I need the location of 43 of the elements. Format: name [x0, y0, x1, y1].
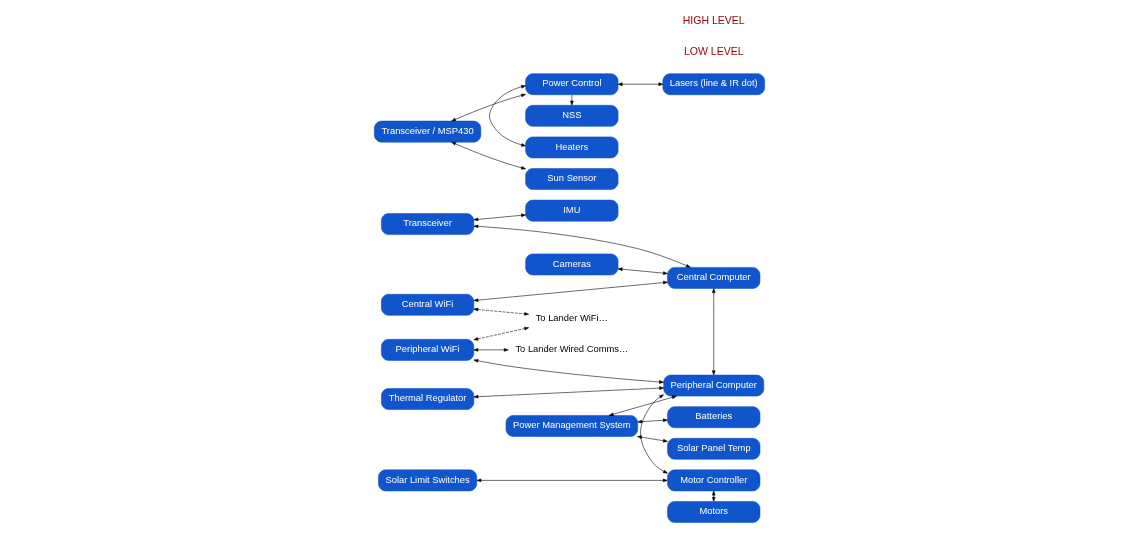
- arrow: [637, 418, 668, 424]
- node-box: Solar Limit Switches: [378, 469, 478, 492]
- node-box: Power Control: [525, 73, 619, 96]
- arrow: [617, 267, 668, 275]
- node-box: Sun Sensor: [525, 168, 619, 190]
- node-box: Thermal Regulator: [381, 388, 475, 410]
- node-box: Motors: [667, 501, 761, 523]
- node-box: Batteries: [667, 406, 761, 428]
- node-box: Solar Panel Temp: [667, 437, 761, 460]
- arrow: [570, 94, 574, 106]
- arrow: [473, 307, 529, 316]
- arrow: [451, 93, 526, 122]
- node-box: Lasers (line & IR dot): [662, 73, 765, 96]
- node-text: To Lander WiFi…: [535, 312, 608, 323]
- arrow: [712, 288, 716, 376]
- arrow: [473, 224, 691, 268]
- arrow: [617, 82, 664, 86]
- node-box: Central Computer: [667, 267, 761, 289]
- arrow: [473, 213, 526, 222]
- arrow: [476, 478, 668, 483]
- arrow: [489, 85, 526, 147]
- arrow: [473, 348, 509, 352]
- node-box: Power Management System: [505, 415, 638, 437]
- label: LOW LEVEL: [683, 45, 744, 58]
- arrow: [712, 490, 716, 502]
- node-box: IMU: [525, 199, 619, 222]
- node-box: Peripheral WiFi: [381, 339, 475, 361]
- arrow: [473, 386, 664, 399]
- node-box: Transceiver: [381, 213, 475, 235]
- node-text: To Lander Wired Comms…: [515, 344, 629, 355]
- arrow: [473, 280, 668, 302]
- node-box: NSS: [525, 105, 619, 127]
- label: HIGH LEVEL: [682, 13, 745, 26]
- arrow: [451, 141, 526, 170]
- arrow: [473, 326, 529, 341]
- node-box: Motor Controller: [667, 469, 761, 492]
- arrow: [473, 359, 664, 384]
- arrow: [608, 395, 677, 416]
- node-box: Central WiFi: [381, 294, 475, 316]
- node-box: Transceiver / MSP430: [374, 120, 482, 143]
- arrow: [640, 394, 668, 474]
- node-box: Heaters: [525, 136, 619, 159]
- node-box: Cameras: [525, 253, 619, 276]
